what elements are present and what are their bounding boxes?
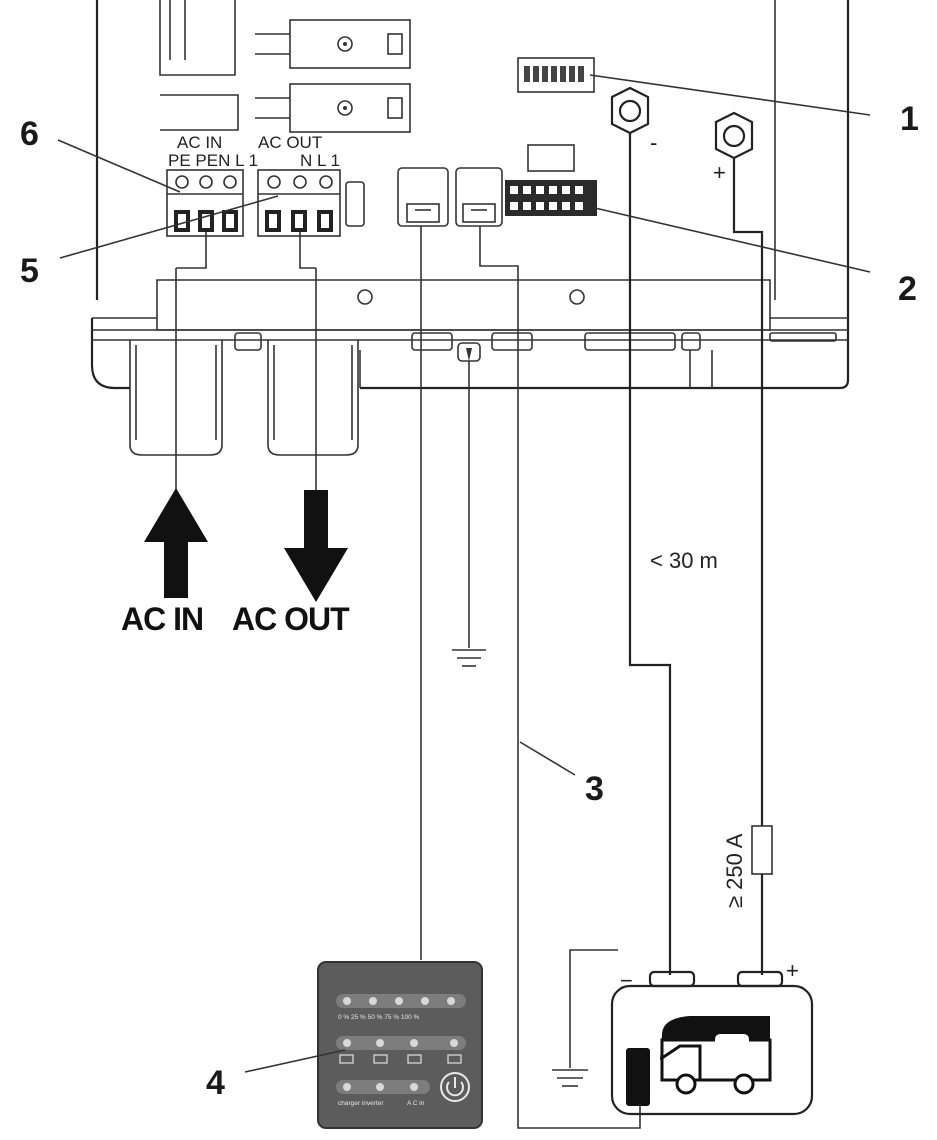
ac-out-title: AC OUT: [258, 133, 322, 152]
stud-plus-label: +: [713, 160, 726, 185]
panel-ac-label: A C in: [407, 1100, 425, 1107]
callout-2: 2: [898, 270, 917, 308]
ac-in-terminal-block[interactable]: [166, 169, 244, 237]
battery-minus-label: −: [620, 968, 633, 993]
ac-out-terminal-block[interactable]: [257, 169, 341, 237]
battery-negative-cable: [628, 133, 672, 975]
control-connector[interactable]: [505, 180, 597, 216]
callout-5: 5: [20, 252, 39, 290]
battery-sensor-cable: [479, 226, 641, 1129]
ac-in-arrow: [144, 232, 208, 598]
dip-switch[interactable]: [517, 57, 595, 93]
chassis-ground: [452, 348, 486, 667]
callout-1: 1: [900, 100, 919, 138]
level-leds: [343, 997, 455, 1005]
ac-out-arrow: [284, 232, 348, 602]
panel-mode-labels: charger inverter: [338, 1100, 384, 1107]
battery-ground: [552, 949, 618, 1087]
vehicle-battery: [610, 970, 814, 1116]
capacitor-bottom: [255, 83, 411, 133]
cable-length-label: < 30 m: [650, 548, 718, 573]
bus-socket[interactable]: [455, 167, 503, 227]
ac-out-arrow-label: AC OUT: [232, 601, 350, 637]
ac-in-title: AC IN: [177, 133, 222, 152]
remote-control-panel[interactable]: 0 % 25 % 50 % 75 % 100 % charger inverte…: [317, 961, 483, 1129]
mode-leds: [343, 1083, 418, 1091]
battery-sensor: [626, 1048, 650, 1106]
callout-6: 6: [20, 115, 39, 153]
battery-stud-positive[interactable]: [714, 111, 754, 160]
ac-in-pins: PE PEN L 1: [168, 151, 258, 170]
panel-level-labels: 0 % 25 % 50 % 75 % 100 %: [338, 1014, 420, 1021]
status-icons: [339, 1054, 462, 1064]
stud-minus-label: -: [650, 130, 657, 155]
fuse-rating-label: ≥ 250 A: [722, 833, 747, 908]
battery-stud-negative[interactable]: [610, 86, 650, 135]
status-leds: [343, 1039, 458, 1047]
capacitor-top: [255, 19, 411, 69]
battery-plus-label: +: [786, 958, 799, 983]
ac-out-pins: N L 1: [300, 151, 340, 170]
battery-positive-cable: [732, 158, 773, 975]
remote-socket[interactable]: [397, 167, 449, 227]
ac-in-arrow-label: AC IN: [121, 601, 203, 637]
camper-van-icon: [660, 1016, 772, 1095]
callout-3: 3: [585, 770, 604, 808]
power-button-icon[interactable]: [440, 1072, 470, 1102]
internal-components: - +: [159, 0, 754, 227]
callout-4: 4: [206, 1064, 225, 1102]
ac-terminals: AC IN PE PEN L 1 AC OUT N L 1: [166, 133, 365, 237]
callout-leaders: [57, 74, 871, 1073]
